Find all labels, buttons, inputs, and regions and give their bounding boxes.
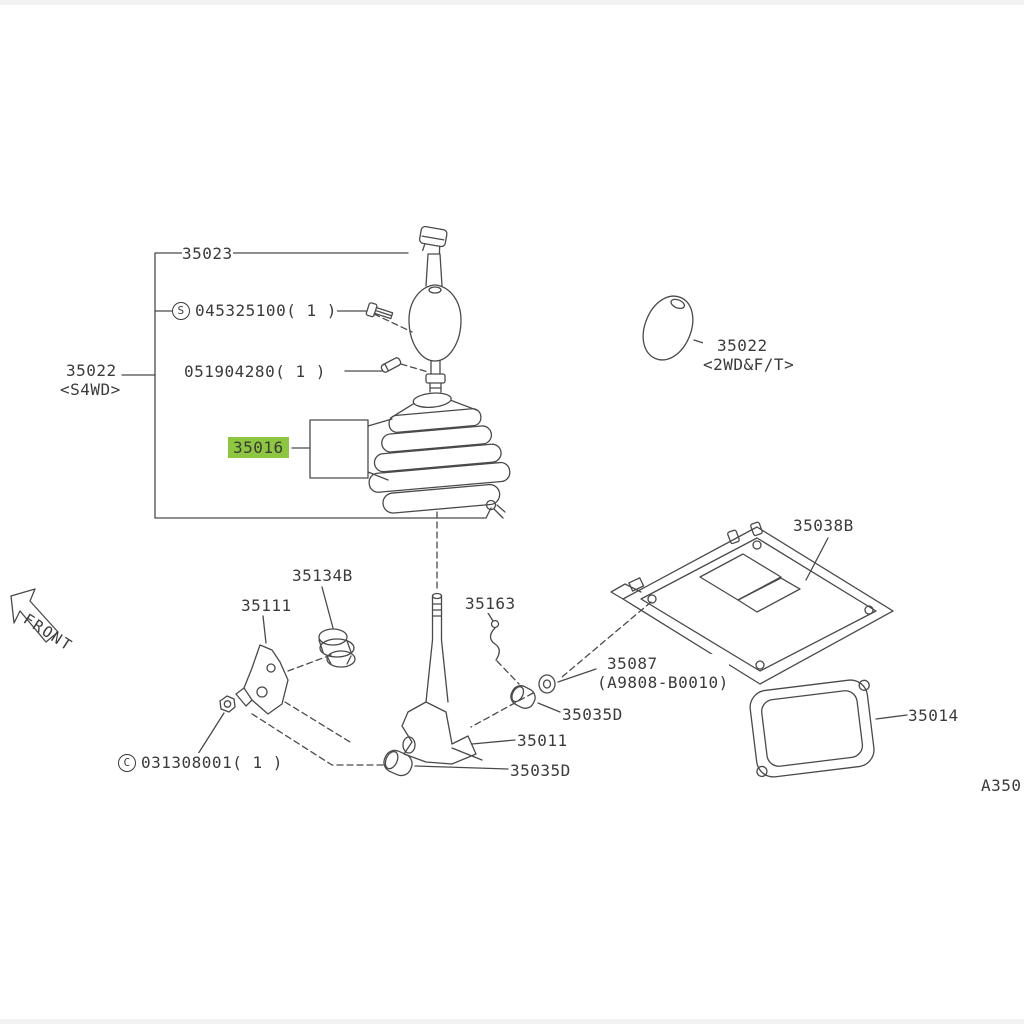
straight-pin-part — [380, 357, 402, 373]
leader-lever — [471, 739, 516, 745]
bushing-lower-part — [383, 749, 413, 777]
front-arrow-icon — [10, 588, 59, 643]
part-label-35163: 35163 — [465, 594, 516, 613]
part-label-35035d-upper: 35035D — [562, 705, 623, 724]
part-variant-s4wd: <S4WD> — [60, 380, 121, 399]
part-label-35011: 35011 — [517, 731, 568, 750]
part-label-35014: 35014 — [908, 706, 959, 725]
boot-screw-part — [485, 499, 506, 519]
knob-button-part — [418, 225, 448, 255]
shift-knob-s4wd-part — [408, 284, 462, 362]
bracket-part — [235, 644, 289, 715]
bottom-edge-band — [0, 1019, 1024, 1024]
part-reference-a9808: (A9808-B0010) — [597, 673, 729, 692]
part-number-35022-s4wd: 35022 — [66, 361, 117, 380]
leader-bushing-upper — [537, 702, 561, 713]
gasket-part — [749, 679, 875, 778]
part-label-35016-highlighted: 35016 — [228, 437, 289, 458]
part-number-35022-2wd: 35022 — [717, 336, 768, 355]
part-label-35023: 35023 — [182, 244, 233, 263]
part-label-35134b: 35134B — [292, 566, 353, 585]
shift-boot-part — [368, 392, 511, 514]
part-label-lock-nut: C 031308001( 1 ) — [118, 753, 283, 772]
leader-damper — [321, 586, 334, 629]
top-edge-band — [0, 0, 1024, 5]
flange-screw-part — [365, 302, 394, 320]
leader-lock-nut — [197, 712, 225, 755]
knob-shaft-part — [425, 360, 446, 393]
part-label-35022-s4wd: 35022 <S4WD> — [60, 361, 121, 399]
damper-part — [318, 628, 356, 668]
part-label-straight-pin: 051904280( 1 ) — [184, 362, 326, 381]
leader-bushing-lower — [414, 765, 509, 770]
dashed-leader-lines — [248, 313, 652, 766]
shift-knob-2wd-part — [642, 295, 694, 361]
bolt-bushing-part — [538, 674, 556, 694]
part-label-35022-2wd: 35022 <2WD&F/T> — [703, 336, 795, 374]
snap-clip-part — [489, 619, 500, 661]
lock-nut-part — [219, 695, 236, 713]
boot-callout-box — [291, 418, 393, 481]
c-symbol-icon: C — [118, 753, 136, 772]
part-number-35087: 35087 — [607, 654, 658, 673]
leader-plate — [805, 537, 829, 581]
leader-gasket — [875, 714, 908, 720]
part-label-knob-screw: S 045325100( 1 ) — [172, 301, 337, 320]
part-variant-2wd: <2WD&F/T> — [703, 355, 795, 374]
part-label-35035d-lower: 35035D — [510, 761, 571, 780]
leader-bolt — [557, 668, 597, 683]
part-label-35111: 35111 — [241, 596, 292, 615]
bushing-upper-part — [510, 685, 536, 709]
part-number-knob-screw: 045325100( 1 ) — [195, 301, 337, 320]
part-label-35038b: 35038B — [793, 516, 854, 535]
s-symbol-icon: S — [172, 301, 190, 320]
leader-bracket — [262, 615, 267, 644]
leader-snap-clip — [487, 612, 494, 622]
part-number-lock-nut: 031308001( 1 ) — [141, 753, 283, 772]
lever-part — [401, 592, 483, 765]
knob-stem — [425, 253, 443, 287]
part-label-35087: 35087 (A9808-B0010) — [597, 654, 729, 692]
sheet-code-label: A350 — [981, 776, 1022, 795]
